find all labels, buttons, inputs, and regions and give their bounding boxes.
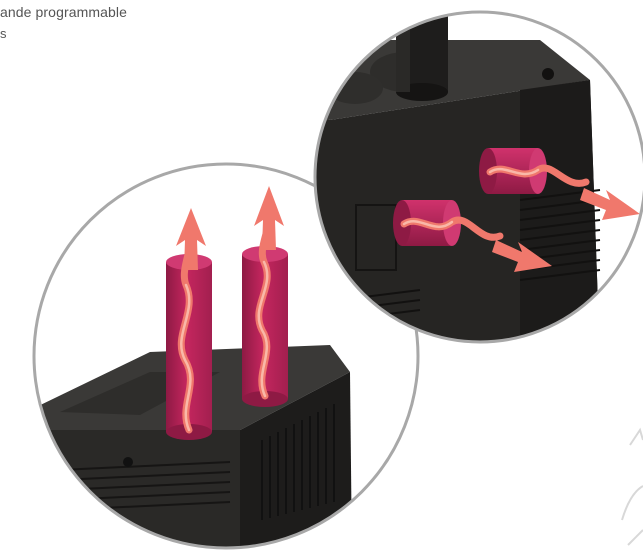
corner-sketch xyxy=(622,430,643,545)
chimney-pipe xyxy=(396,0,448,101)
